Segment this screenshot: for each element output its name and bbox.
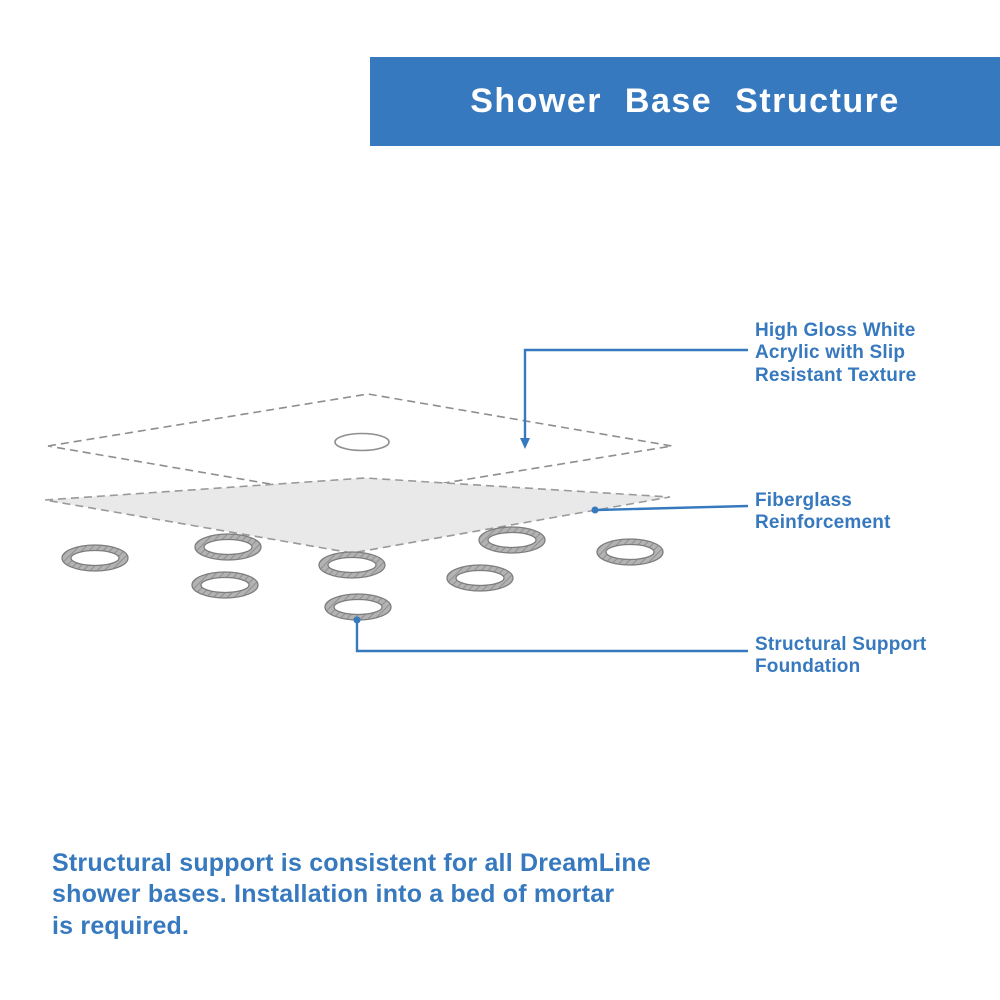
support-ring xyxy=(478,526,546,554)
connector-acrylic-arrow xyxy=(520,438,530,449)
fiberglass-layer xyxy=(44,477,671,554)
support-ring xyxy=(446,564,514,592)
connector-fiberglass xyxy=(596,504,749,512)
page-title: Shower Base Structure xyxy=(470,82,900,120)
header-banner: Shower Base Structure xyxy=(370,57,1000,146)
drain-hole xyxy=(334,432,390,452)
support-ring xyxy=(61,544,129,572)
support-ring xyxy=(194,533,262,561)
label-acrylic-layer: High Gloss White Acrylic with Slip Resis… xyxy=(755,320,917,386)
footer-note: Structural support is consistent for all… xyxy=(52,849,652,940)
fiberglass-layer-sheet xyxy=(44,477,671,554)
support-ring xyxy=(324,593,392,621)
label-fiberglass-layer: Fiberglass Reinforcement xyxy=(755,490,891,534)
acrylic-top-layer xyxy=(47,393,673,499)
connector-fiberglass-dot xyxy=(591,506,599,514)
support-ring xyxy=(191,571,259,599)
connector-acrylic xyxy=(523,348,748,440)
acrylic-layer-outline xyxy=(47,393,673,499)
support-ring xyxy=(318,551,386,579)
connector-support xyxy=(355,622,748,653)
connector-support-dot xyxy=(353,616,361,624)
support-ring xyxy=(596,538,664,566)
label-support-foundation: Structural Support Foundation xyxy=(755,634,927,678)
connector-lines xyxy=(353,348,749,653)
